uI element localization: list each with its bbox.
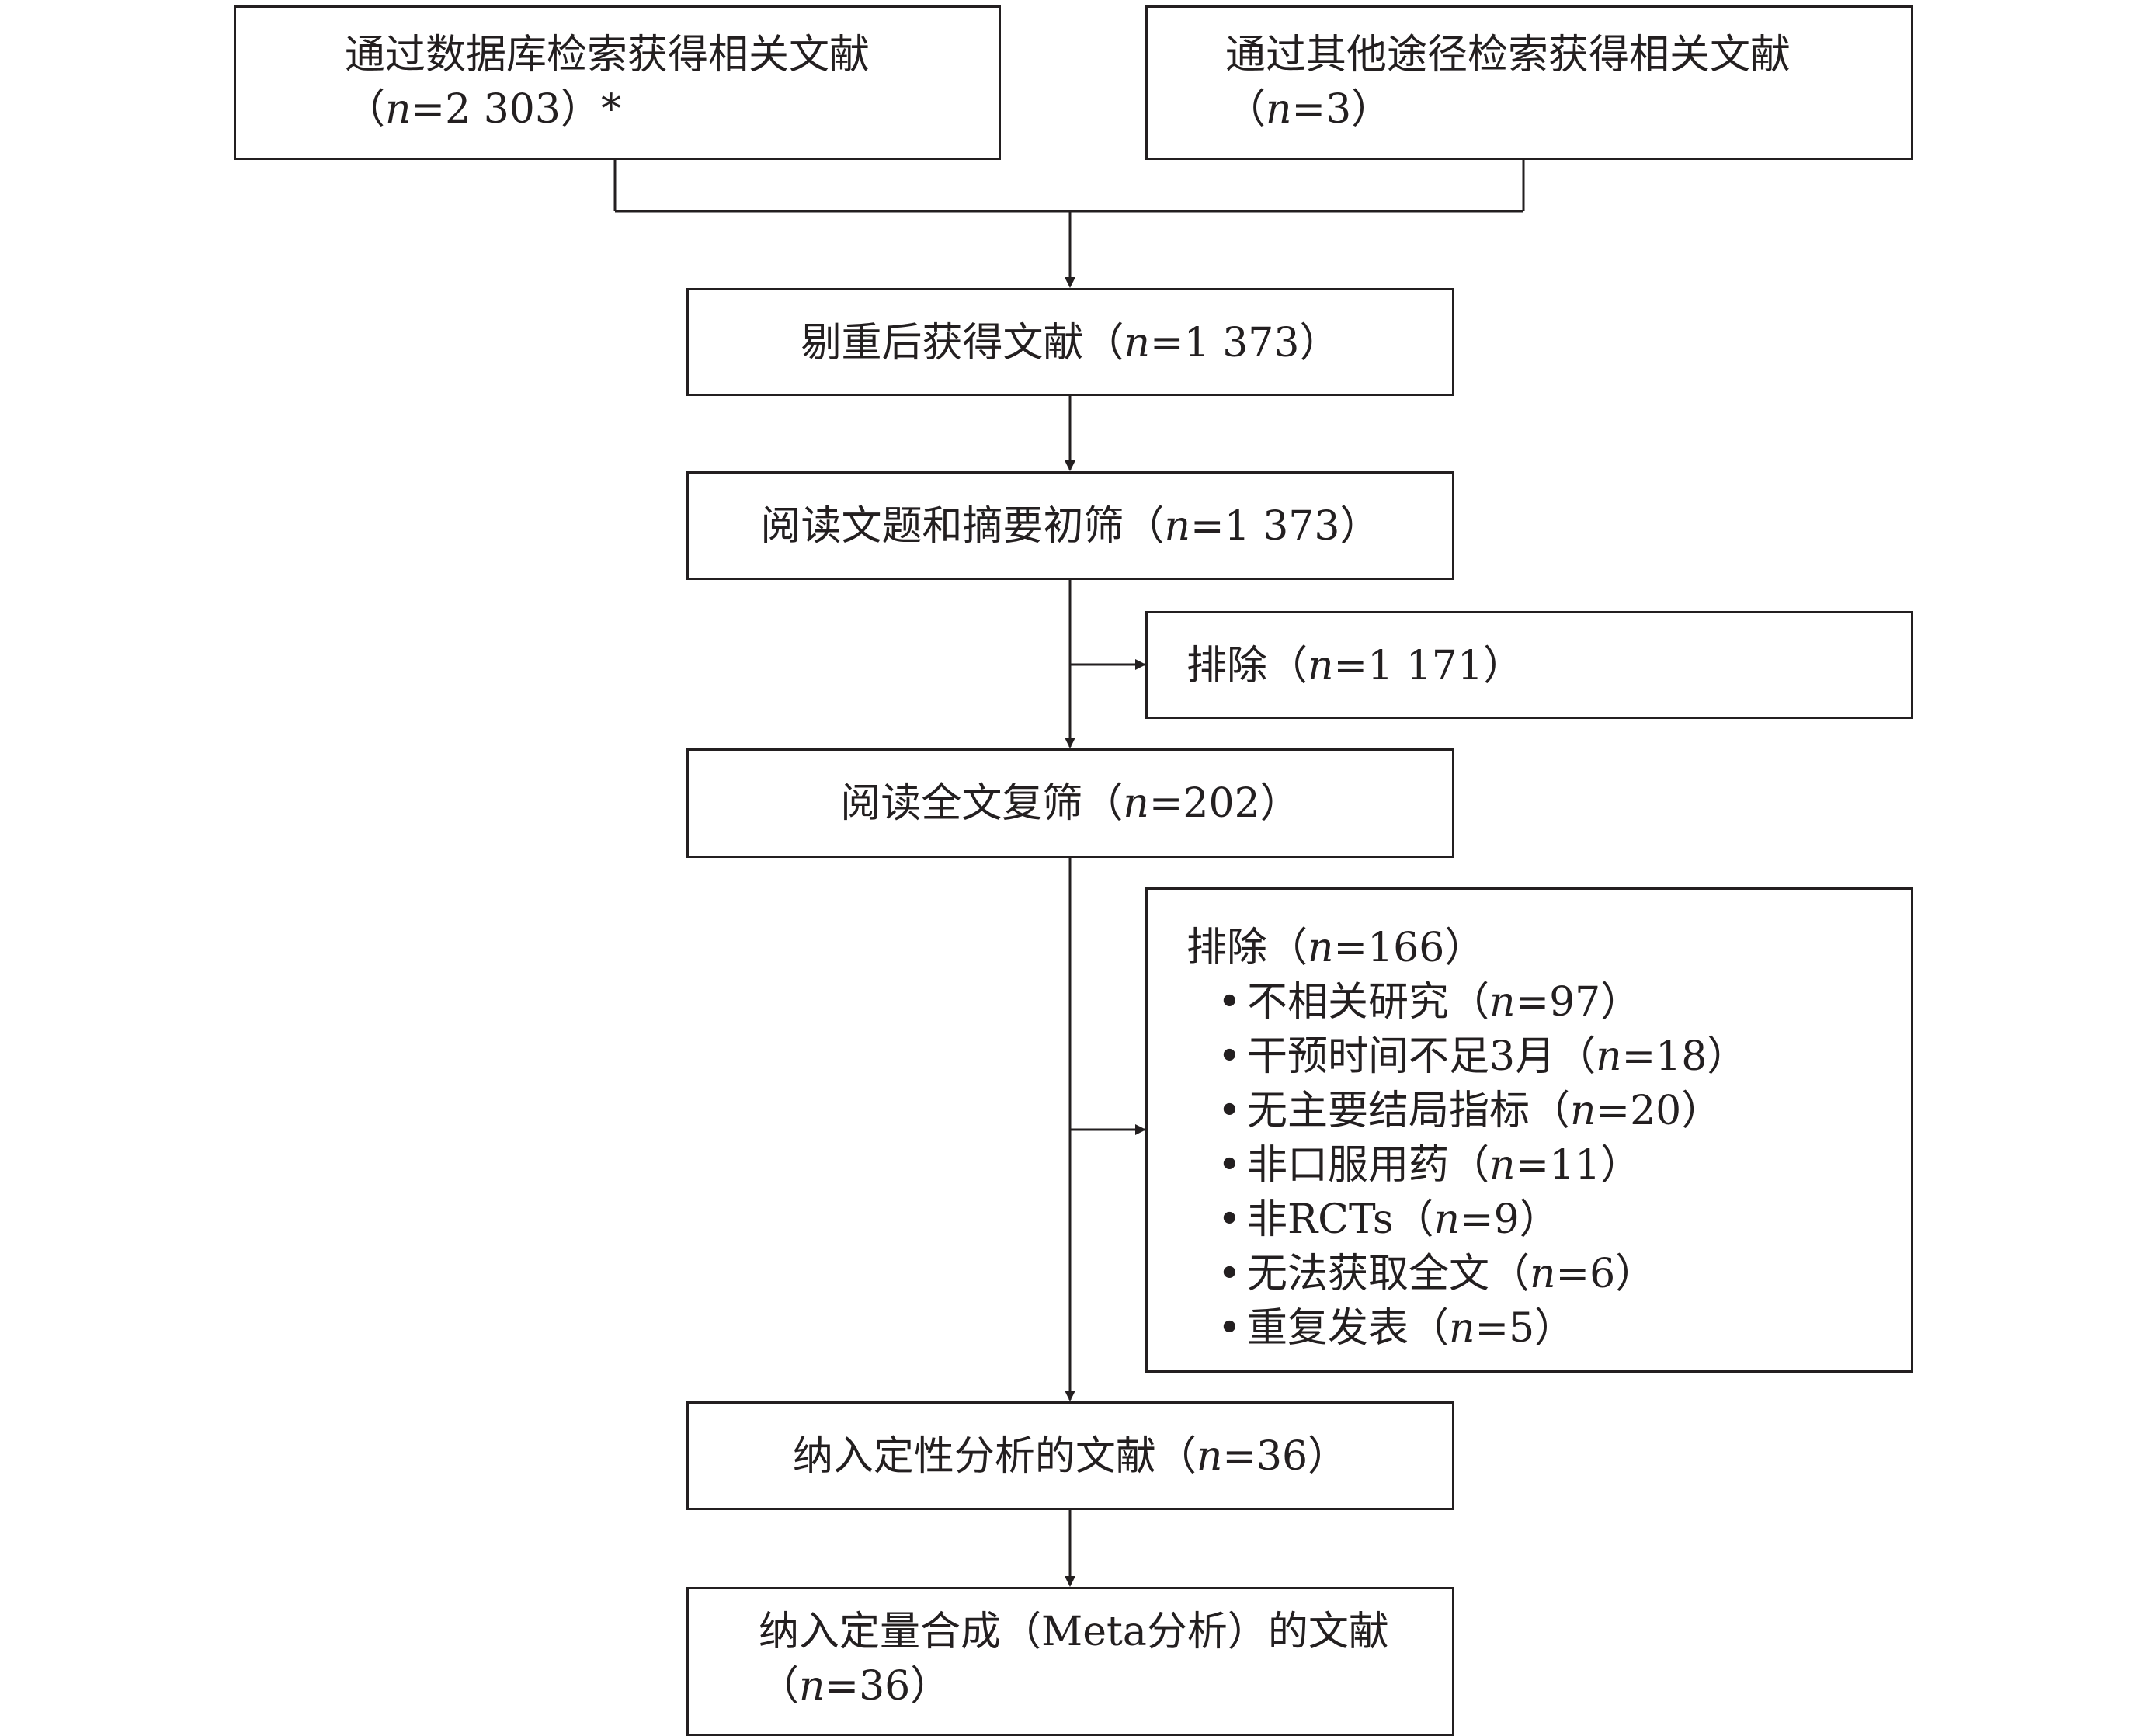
exclusion-reason: 非口服用药（n=11）	[1186, 1138, 1911, 1193]
meta-analysis-box: 纳入定量合成（Meta分析）的文献 （n=36）	[686, 1587, 1454, 1736]
exclusion-reason: 无主要结局指标（n=20）	[1186, 1084, 1911, 1138]
deduplicated-label: 剔重后获得文献（	[801, 320, 1124, 366]
fulltext-label: 阅读全文复筛（	[840, 780, 1124, 827]
meta-analysis-label: 纳入定量合成（Meta分析）的文献	[759, 1609, 1389, 1655]
qualitative-label: 纳入定性分析的文献（	[792, 1433, 1197, 1480]
database-search-label: 通过数据库检索获得相关文献	[345, 32, 870, 78]
other-search-count: （n=3）	[1225, 86, 1392, 133]
exclusion-reason: 无法获取全文（n=6）	[1186, 1247, 1911, 1301]
deduplicated-box: 剔重后获得文献（n=1 373）	[686, 288, 1454, 396]
excluded-box-1: 排除（n=1 171）	[1145, 611, 1913, 719]
title-abstract-label: 阅读文题和摘要初筛（	[760, 503, 1165, 550]
other-search-label: 通过其他途径检索获得相关文献	[1225, 32, 1791, 78]
exclusion-reason: 非RCTs（n=9）	[1186, 1193, 1911, 1247]
excluded-box-2: 排除（n=166） 不相关研究（n=97） 干预时间不足3月（n=18） 无主要…	[1145, 887, 1913, 1373]
exclusion-reasons-list: 不相关研究（n=97） 干预时间不足3月（n=18） 无主要结局指标（n=20）…	[1186, 975, 1911, 1356]
database-search-count: （n=2 303）*	[345, 86, 621, 133]
database-search-box: 通过数据库检索获得相关文献 （n=2 303）*	[234, 5, 1001, 160]
exclusion-reason: 不相关研究（n=97）	[1186, 975, 1911, 1029]
title-abstract-screening-box: 阅读文题和摘要初筛（n=1 373）	[686, 471, 1454, 580]
excluded-1-label: 排除（	[1186, 643, 1308, 689]
exclusion-reason: 干预时间不足3月（n=18）	[1186, 1029, 1911, 1084]
fulltext-screening-box: 阅读全文复筛（n=202）	[686, 748, 1454, 858]
qualitative-analysis-box: 纳入定性分析的文献（n=36）	[686, 1401, 1454, 1510]
excluded-2-label: 排除（n=166）	[1186, 925, 1485, 971]
meta-analysis-count: （n=36）	[759, 1663, 951, 1710]
other-search-box: 通过其他途径检索获得相关文献 （n=3）	[1145, 5, 1913, 160]
exclusion-reason: 重复发表（n=5）	[1186, 1301, 1911, 1356]
